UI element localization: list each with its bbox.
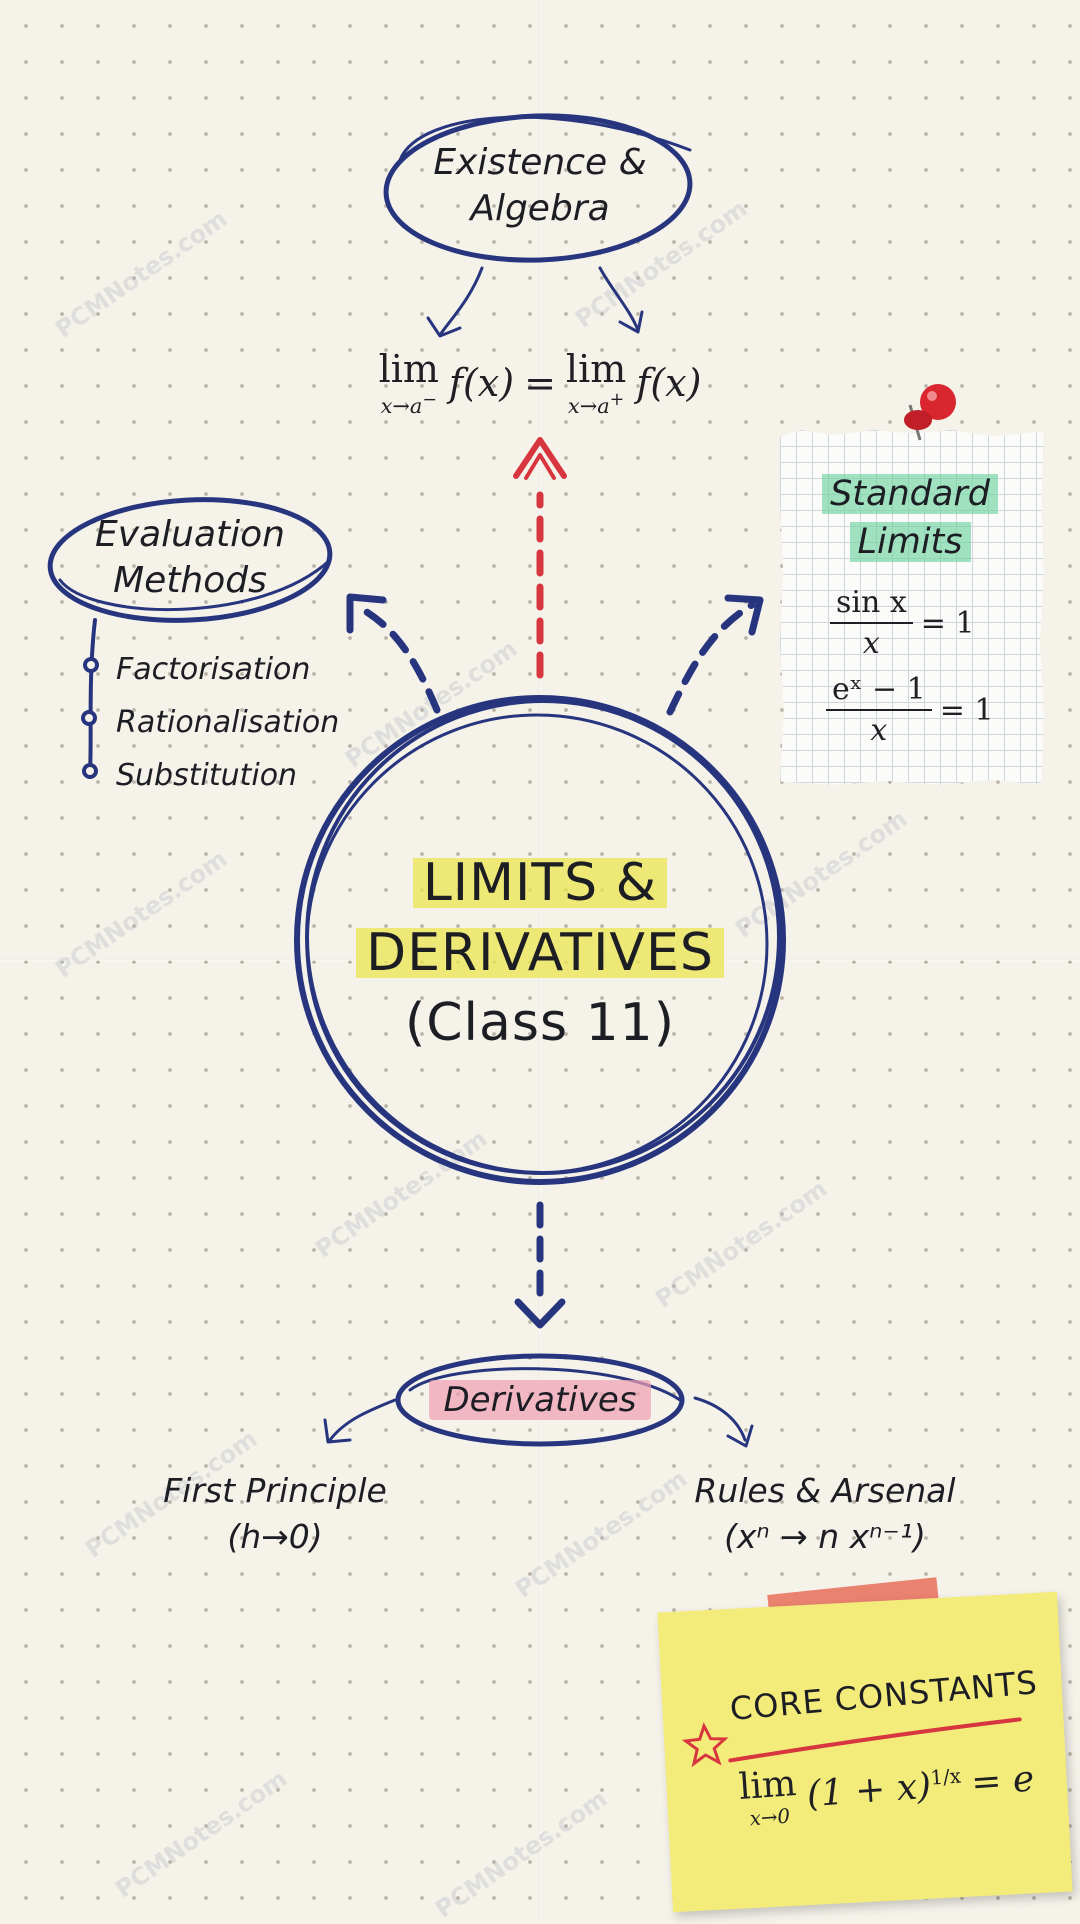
derivatives-title: Derivatives [400, 1378, 680, 1422]
sin-numerator: sin x [830, 585, 913, 624]
sin-equals: = 1 [920, 605, 975, 641]
first-principle: First Principle (h→0) [140, 1468, 410, 1560]
list-item: Substitution [116, 758, 298, 793]
existence-ellipse [383, 113, 693, 263]
evaluation-list: Factorisation Rationalisation Substituti… [116, 643, 339, 802]
star-icon [681, 1722, 729, 1768]
lim-left-sup: − [422, 390, 437, 410]
first-principle-line2: (h→0) [227, 1517, 323, 1556]
evaluation-title-line2: Methods [113, 560, 267, 601]
evaluation-title: Evaluation Methods [60, 512, 320, 604]
rules-arsenal-line2: (xⁿ → n xⁿ⁻¹) [724, 1517, 926, 1556]
evaluation-title-line1: Evaluation [95, 514, 285, 555]
center-title-line1: LIMITS & [412, 853, 668, 913]
evaluation-ellipse [47, 497, 333, 623]
list-item: Rationalisation [116, 705, 340, 740]
lim-right-sup: + [609, 390, 625, 410]
center-title: LIMITS & DERIVATIVES (Class 11) [340, 848, 740, 1058]
rules-arsenal: Rules & Arsenal (xⁿ → n xⁿ⁻¹) [680, 1468, 970, 1560]
existence-title-line2: Algebra [470, 188, 610, 229]
core-exponent: 1/x [929, 1764, 962, 1791]
standard-limits-title-line1: Standard [822, 474, 998, 514]
red-arrow-up [513, 437, 567, 679]
center-title-line2: DERIVATIVES [356, 923, 724, 983]
equals-sign: = [524, 361, 556, 406]
continuity-formula: lim x→a− f(x) = lim x→a+ f(x) [340, 350, 740, 417]
sin-denominator: x [862, 626, 880, 661]
derivatives-ellipse [395, 1353, 685, 1447]
existence-title-line1: Existence & [433, 142, 647, 183]
core-lim: lim [737, 1763, 798, 1808]
pushpin-icon [904, 384, 956, 441]
center-title-line3: (Class 11) [404, 993, 676, 1053]
standard-limits-paper [780, 430, 1044, 785]
exp-equals: = 1 [939, 692, 994, 728]
standard-limit-sin: sin x x = 1 [830, 585, 975, 661]
derivatives-title-text: Derivatives [429, 1380, 651, 1420]
core-base: (1 + x) [805, 1766, 933, 1816]
center-circle [294, 695, 786, 1185]
standard-limits-title: Standard Limits [800, 470, 1020, 566]
core-equals: = e [969, 1758, 1036, 1805]
rules-arsenal-line1: Rules & Arsenal [694, 1471, 956, 1510]
func-right: f(x) [636, 361, 702, 406]
lim-left: lim [378, 347, 439, 391]
func-left: f(x) [448, 361, 515, 406]
list-item: Factorisation [116, 652, 311, 687]
exp-numerator: eˣ − 1 [826, 672, 932, 711]
standard-limit-exp: eˣ − 1 x = 1 [826, 672, 994, 748]
lim-right-sub: x→a [567, 393, 610, 418]
lim-left-sub: x→a [380, 393, 423, 418]
exp-denominator: x [870, 713, 888, 748]
existence-title: Existence & Algebra [400, 140, 680, 232]
bullets [81, 657, 99, 779]
first-principle-line1: First Principle [163, 1471, 387, 1510]
core-lim-sub: x→0 [748, 1804, 791, 1831]
standard-limits-title-line2: Limits [849, 522, 971, 562]
lim-right: lim [565, 347, 627, 391]
